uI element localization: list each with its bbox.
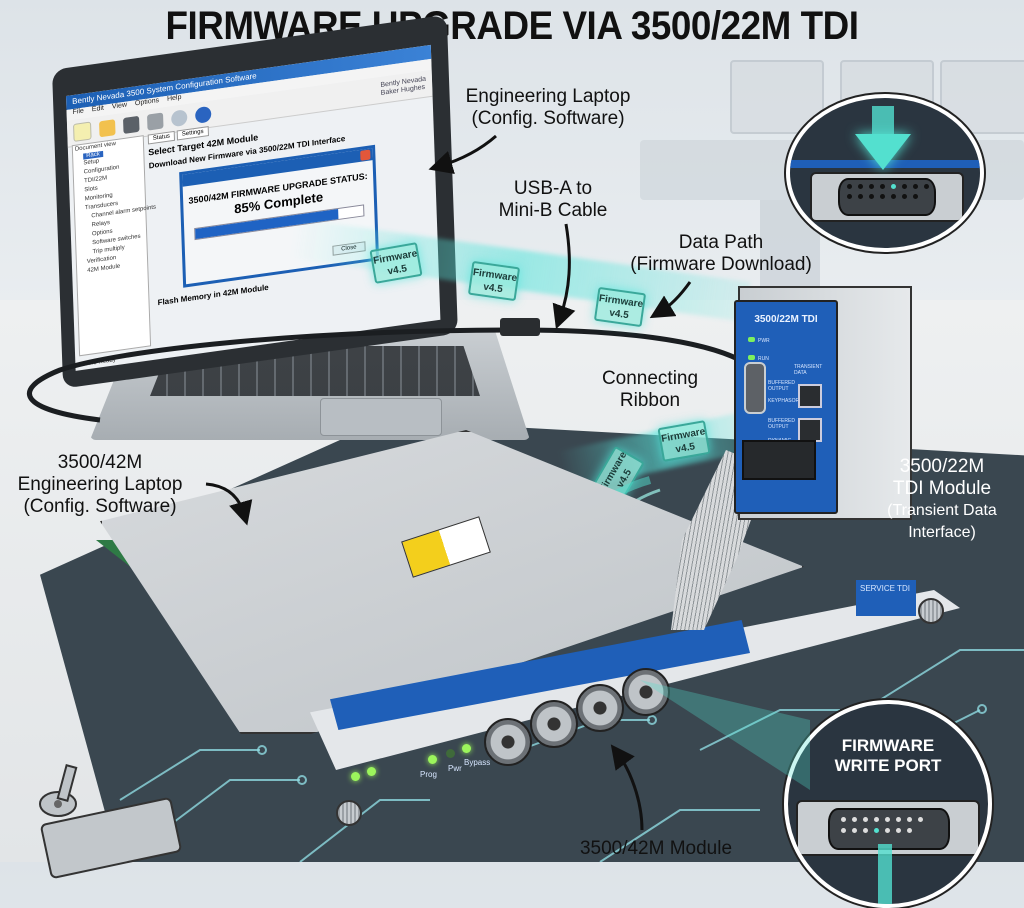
bnc-connector[interactable] bbox=[622, 668, 670, 716]
db25-connector bbox=[810, 172, 964, 222]
arrow-to-usb bbox=[552, 223, 576, 330]
arrow-to-42m-module bbox=[610, 744, 644, 831]
led-run bbox=[748, 355, 755, 360]
led-label-pwr: Pwr bbox=[448, 764, 462, 773]
led-ok bbox=[351, 772, 360, 781]
ribbon-connector[interactable] bbox=[742, 440, 816, 480]
laptop-trackpad bbox=[320, 398, 442, 436]
port-label: BUFFERED OUTPUT bbox=[768, 380, 795, 392]
ethernet-port[interactable] bbox=[798, 384, 822, 408]
port-label: KEYPHASOR bbox=[768, 398, 800, 404]
thumbscrew[interactable] bbox=[918, 598, 944, 624]
led-pwr bbox=[446, 749, 455, 758]
callout-pointer-beam bbox=[640, 680, 810, 790]
led-pwr bbox=[748, 337, 755, 342]
bnc-connector[interactable] bbox=[530, 700, 578, 748]
usb-plug bbox=[500, 318, 540, 336]
label-data-path: Data Path(Firmware Download) bbox=[630, 232, 812, 275]
label-engineering-laptop: Engineering Laptop(Config. Software) bbox=[465, 86, 631, 129]
service-tdi-slot: SERVICE TDI bbox=[856, 580, 916, 616]
bnc-connector[interactable] bbox=[484, 718, 532, 766]
arrow-to-laptop bbox=[428, 134, 497, 175]
transient-data-label: TRANSIENT DATA bbox=[794, 364, 823, 376]
arrow-to-data-path bbox=[649, 281, 692, 319]
port-label: BUFFERED OUTPUT bbox=[768, 418, 795, 430]
led-prog bbox=[428, 755, 437, 764]
annotation-arrows bbox=[205, 134, 692, 831]
download-arrow-icon bbox=[855, 134, 911, 170]
led-label-prog: Prog bbox=[420, 770, 437, 779]
led-bypass bbox=[462, 744, 471, 753]
callout-db25-port bbox=[786, 94, 984, 252]
bnc-connector[interactable] bbox=[576, 684, 624, 732]
tdi-serial-port[interactable] bbox=[744, 362, 766, 414]
led-label-bypass: Bypass bbox=[464, 758, 491, 767]
thumbscrew[interactable] bbox=[336, 800, 362, 826]
usb-cable bbox=[27, 318, 742, 423]
arrow-to-42m bbox=[205, 482, 253, 526]
key-icon bbox=[39, 764, 78, 817]
label-3500-42m-module: 3500/42M Module bbox=[579, 838, 733, 859]
tdi-module-name: 3500/22M TDI bbox=[754, 314, 818, 325]
led-txrx bbox=[367, 767, 376, 776]
